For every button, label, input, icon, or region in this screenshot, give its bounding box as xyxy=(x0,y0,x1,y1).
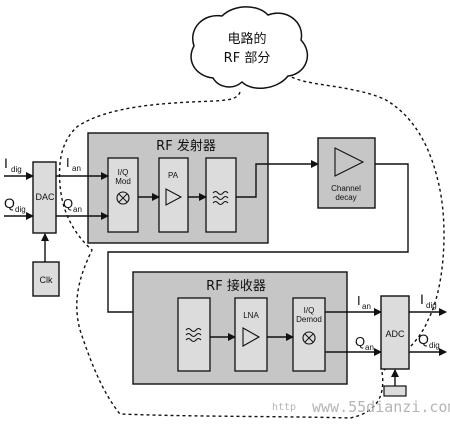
clk-block: Clk xyxy=(32,233,60,297)
dac-to-mod-lines: I an Q an xyxy=(56,155,109,220)
amplifier-icon xyxy=(165,188,183,206)
channel-decay-block: Channel decay xyxy=(317,137,376,209)
q-dig-in-label: Q xyxy=(4,195,15,211)
q-dig-out-label: Q xyxy=(418,331,429,347)
clk-label: Clk xyxy=(40,275,53,285)
q-an-rx-sub: an xyxy=(365,343,374,352)
iq-mod-line-1: I/Q xyxy=(118,168,129,177)
pa-block xyxy=(158,157,189,233)
channel-to-receiver-line xyxy=(107,163,409,316)
iq-demod-line-2: Demod xyxy=(296,315,322,324)
iq-demod-block xyxy=(292,297,326,372)
input-signals: I dig Q dig xyxy=(4,155,34,220)
mixer-icon xyxy=(116,191,130,205)
rf-transmitter: RF 发射器 I/Q Mod PA xyxy=(87,132,269,244)
lna-block xyxy=(234,297,268,372)
channel-line-1: Channel xyxy=(331,184,361,193)
i-dig-out-sub: dig xyxy=(426,301,437,310)
watermark-prefix: http xyxy=(272,402,296,413)
i-an-rx-label: I xyxy=(357,293,361,308)
callout-line-2: RF 部分 xyxy=(224,51,271,66)
rx-internal-lines xyxy=(210,308,382,356)
q-an-rx-label: Q xyxy=(355,334,365,349)
rf-receiver: RF 接收器 LNA I/Q Demod xyxy=(132,271,348,385)
rx-filter-block xyxy=(177,297,211,372)
adc-clock-stub xyxy=(383,385,407,397)
adc-label: ADC xyxy=(385,329,405,339)
mixer-icon xyxy=(302,331,316,345)
i-dig-in-label: I xyxy=(4,155,8,171)
q-an-out-sub: an xyxy=(73,205,82,214)
lna-label: LNA xyxy=(243,311,259,320)
adc-block: ADC xyxy=(380,295,410,397)
i-an-out-label: I xyxy=(66,155,70,170)
filter-icon xyxy=(212,191,229,205)
tx-internal-lines xyxy=(138,160,319,201)
i-dig-in-sub: dig xyxy=(11,165,22,174)
watermark-url: www.55dianzi.com xyxy=(312,398,450,416)
q-an-out-label: Q xyxy=(63,196,73,211)
q-dig-out-sub: dig xyxy=(429,341,440,350)
i-an-rx-sub: an xyxy=(362,302,371,311)
channel-line-2: decay xyxy=(335,193,356,202)
amplifier-icon xyxy=(242,327,261,347)
dac-block: DAC xyxy=(32,161,57,234)
dac-label: DAC xyxy=(35,192,55,202)
amplifier-icon xyxy=(334,147,365,177)
q-dig-in-sub: dig xyxy=(15,205,26,214)
callout-line-1: 电路的 xyxy=(227,31,266,47)
filter-icon xyxy=(185,328,202,342)
output-signals: I dig Q dig xyxy=(409,291,447,356)
rf-boundary-dashed xyxy=(58,75,445,419)
rf-part-callout: 电路的 RF 部分 xyxy=(190,6,309,89)
i-dig-out-label: I xyxy=(420,291,424,307)
iq-mod-line-2: Mod xyxy=(115,177,131,186)
transmitter-title: RF 发射器 xyxy=(156,138,216,154)
iq-demod-line-1: I/Q xyxy=(304,306,315,315)
pa-label: PA xyxy=(168,171,179,180)
iq-mod-block xyxy=(107,157,139,233)
tx-filter-block xyxy=(205,157,237,233)
receiver-title: RF 接收器 xyxy=(206,278,266,294)
watermark: http www.55dianzi.com xyxy=(272,398,450,416)
i-an-out-sub: an xyxy=(72,164,81,173)
